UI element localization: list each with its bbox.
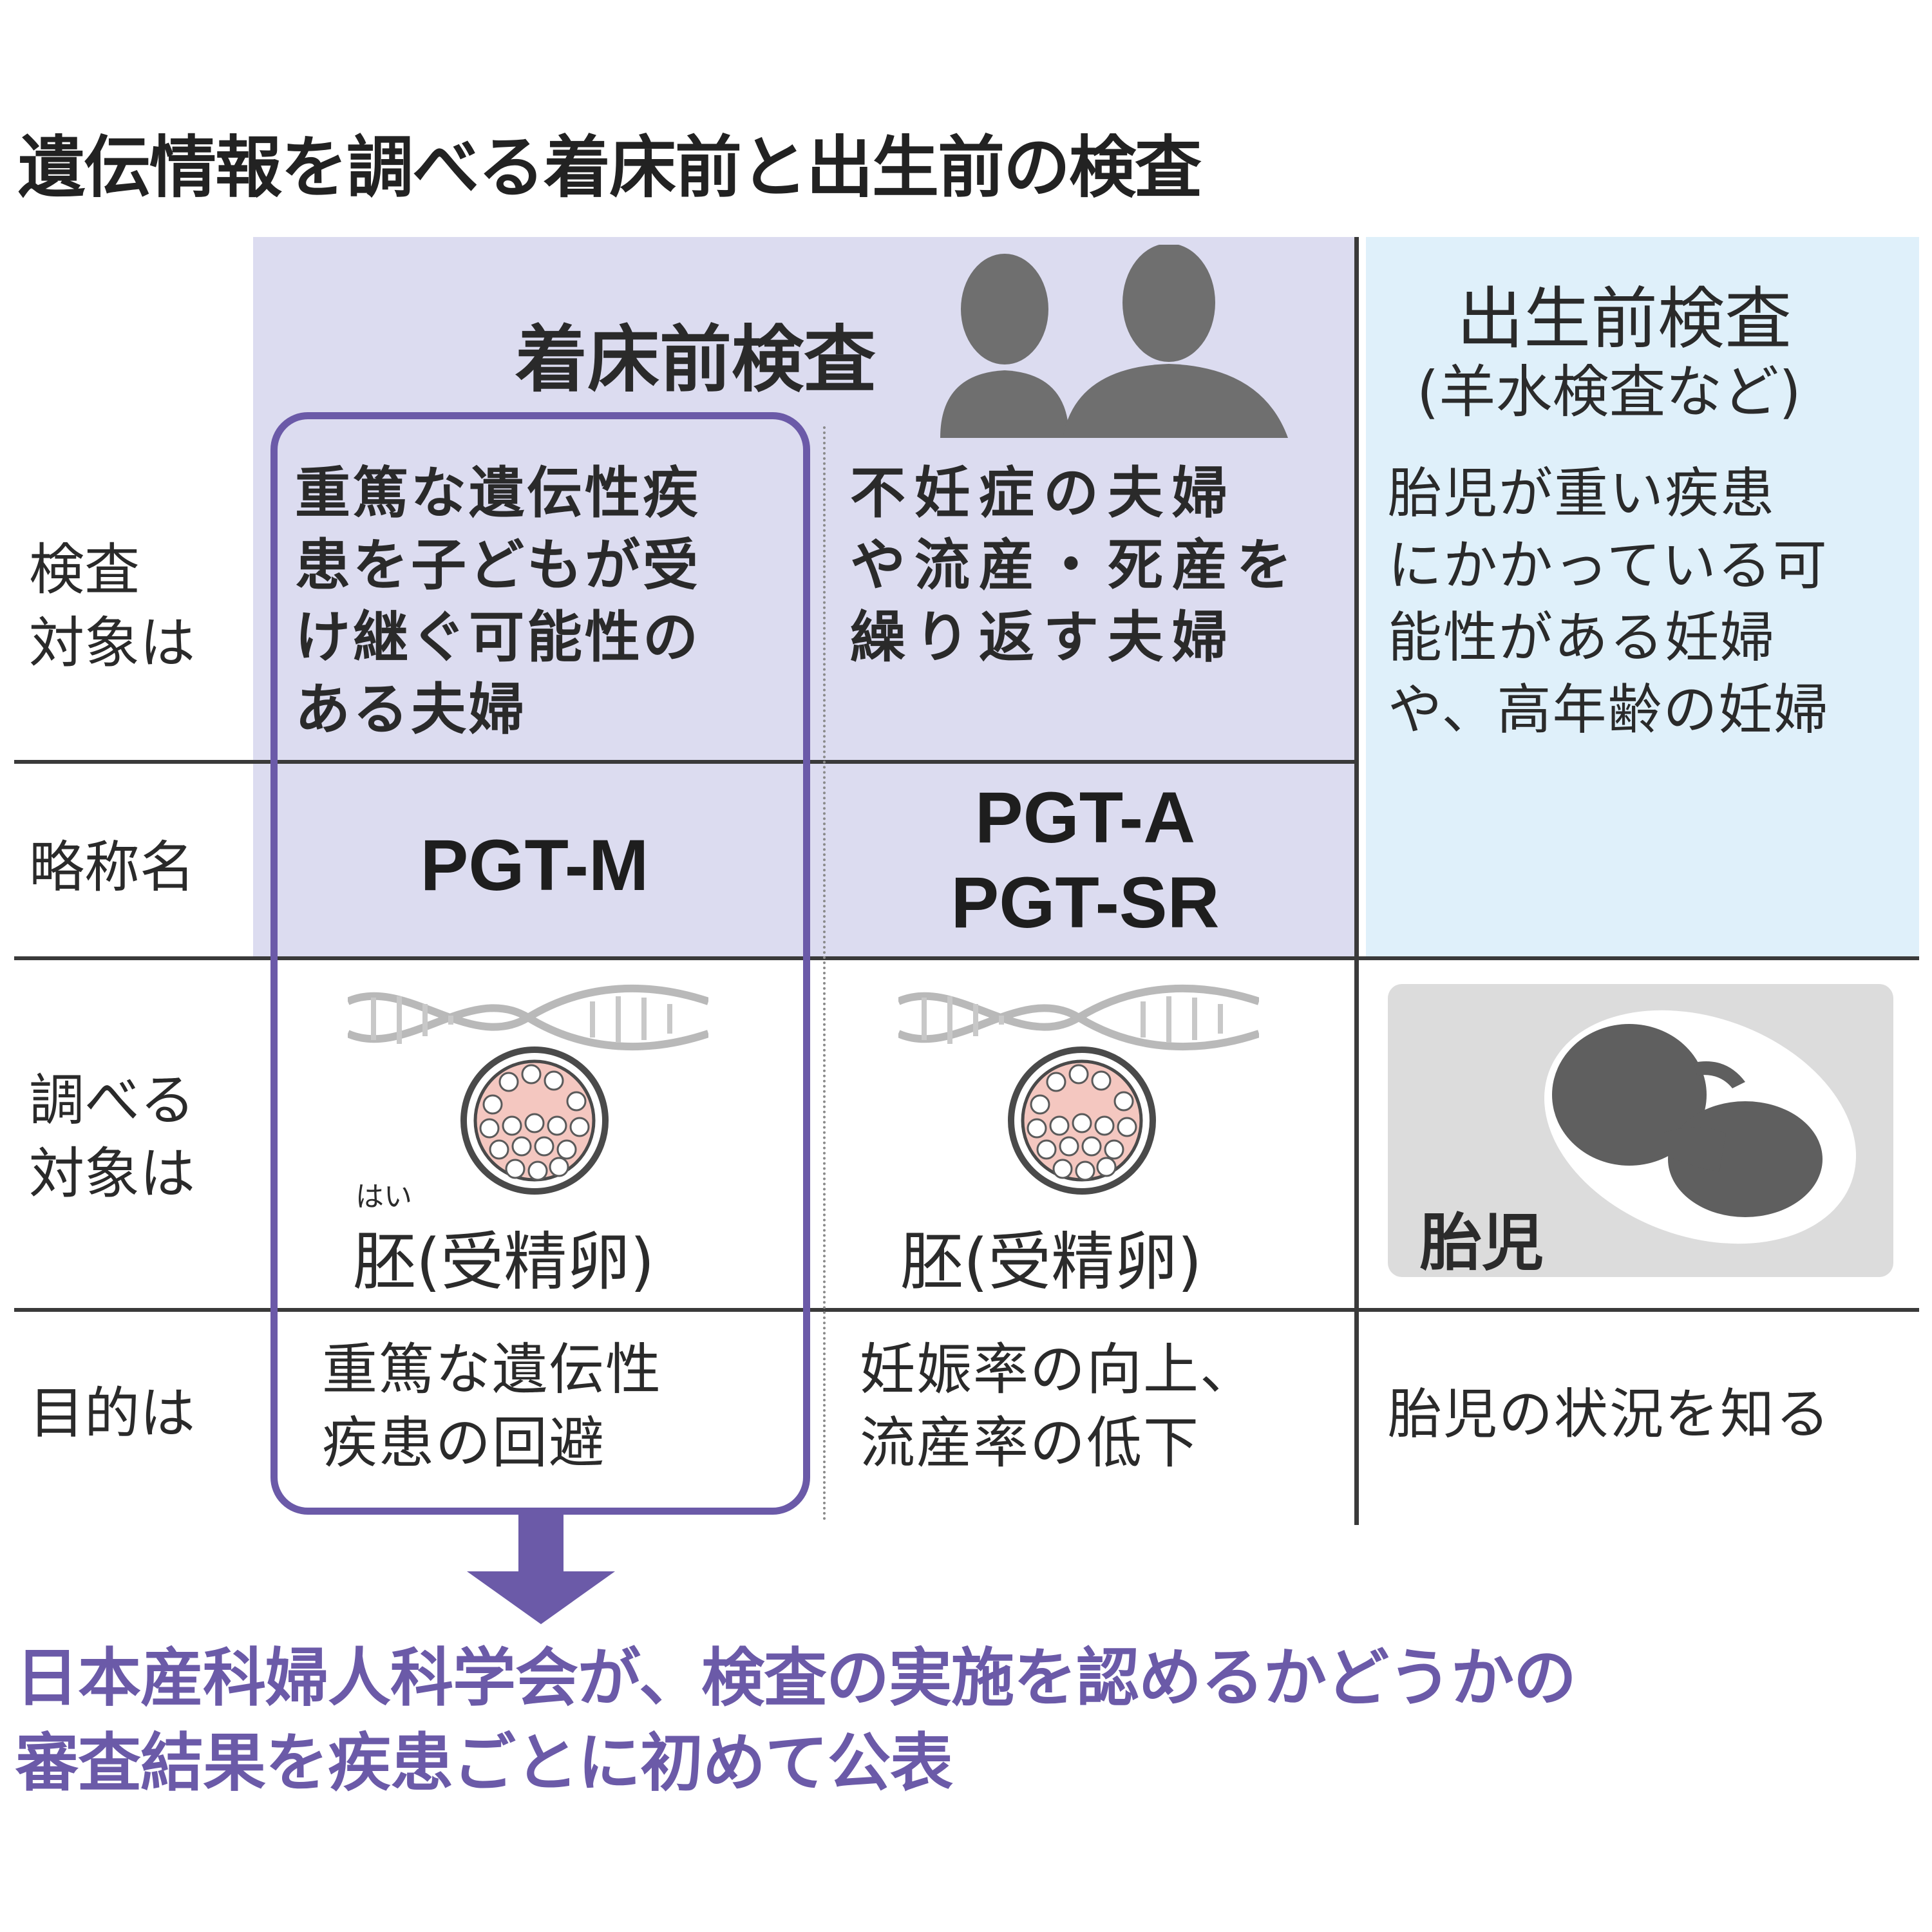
dna-helix-icon — [898, 984, 1259, 1051]
prenatal-title: 出生前検査 — [1457, 279, 1792, 358]
fetus-icon — [1544, 1010, 1857, 1244]
column-divider — [1354, 237, 1359, 1525]
couple-silhouette-icon — [940, 245, 1288, 438]
row-label-target-object: 調べる 対象は — [29, 1068, 195, 1206]
pgt-m-abbreviation: PGT-M — [420, 825, 649, 905]
prenatal-purpose: 胎児の状況を知る — [1388, 1383, 1832, 1446]
pgt-a-purpose: 妊娠率の向上、 流産率の低下 — [860, 1338, 1256, 1475]
embryo-icon — [1008, 1046, 1156, 1195]
row-divider — [14, 760, 1357, 764]
row-label-purpose: 目的は — [29, 1381, 195, 1446]
row-divider — [14, 956, 1919, 960]
preimplantation-title: 着床前検査 — [515, 318, 876, 402]
footer-note: 日本産科婦人科学会が、検査の実施を認めるかどうかの 審査結果を疾患ごとに初めて公… — [15, 1642, 1577, 1800]
row-label-target-people: 検査 対象は — [29, 538, 195, 676]
page-title: 遺伝情報を調べる着床前と出生前の検査 — [18, 128, 1202, 207]
pgt-m-target-people: 重篤な遺伝性疾 患を子どもが受 け継ぐ可能性の ある夫婦 — [295, 461, 701, 742]
row-divider — [14, 1308, 1919, 1312]
embryo-icon — [460, 1046, 609, 1195]
embryo-ruby: はい — [355, 1180, 412, 1213]
fetus-label: 胎児 — [1420, 1207, 1544, 1279]
pgt-m-highlight-box — [270, 412, 810, 1515]
dna-helix-icon — [348, 984, 708, 1051]
prenatal-target-people: 胎児が重い疾患 にかかっている可 能性がある妊婦 や、高年齢の妊婦 — [1388, 462, 1830, 741]
pgt-a-target-object: 胚(受精卵) — [900, 1226, 1202, 1299]
pgt-sr-abbreviation: PGT-SR — [951, 862, 1220, 943]
down-arrow-icon — [467, 1515, 615, 1624]
prenatal-subtitle: (羊水検査など) — [1417, 359, 1801, 425]
pgt-a-abbreviation: PGT-A — [974, 777, 1196, 858]
prenatal-panel — [1366, 237, 1919, 956]
pgt-m-target-object: 胚(受精卵) — [353, 1226, 655, 1299]
pgt-a-target-people: 不妊症の夫婦 や流産・死産を 繰り返す夫婦 — [850, 461, 1301, 670]
pgt-m-purpose: 重篤な遺伝性 疾患の回避 — [322, 1338, 662, 1475]
row-label-abbreviation: 略称名 — [29, 835, 195, 900]
dotted-divider — [823, 426, 826, 1521]
